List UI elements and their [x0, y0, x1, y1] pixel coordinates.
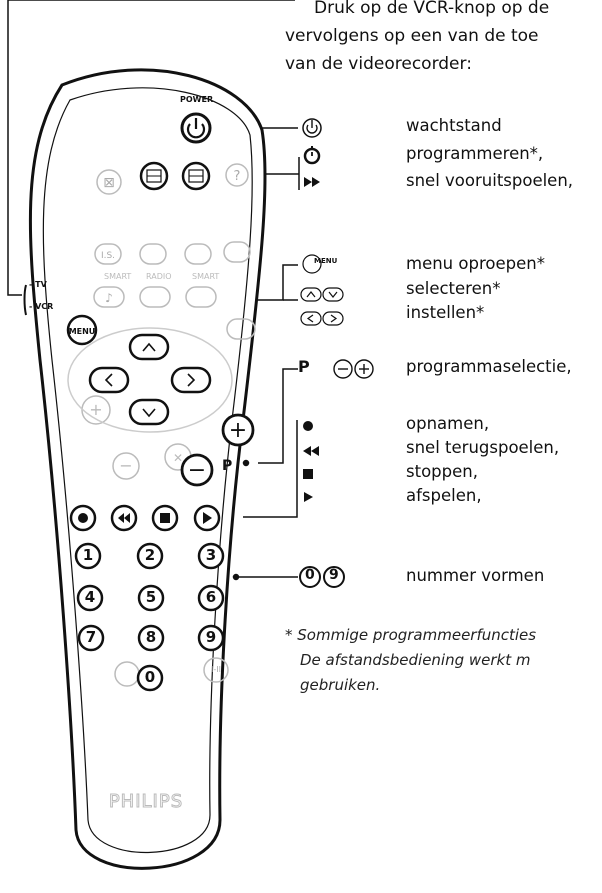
legend-rewind: snel terugspoelen, — [406, 438, 560, 457]
svg-text:SMART: SMART — [192, 272, 219, 281]
digit-9-symbol: 9 — [329, 567, 339, 583]
legend-menu: menu oproepen* — [406, 254, 545, 273]
digit-0-symbol: 0 — [305, 567, 315, 583]
smart-left-label: SMART — [104, 272, 131, 281]
digit-7[interactable]: 7 — [85, 628, 97, 646]
power-label: POWER — [180, 95, 214, 104]
menu-button-label: MENU — [69, 327, 96, 336]
digit-2[interactable]: 2 — [144, 546, 156, 564]
svg-text:−: − — [188, 458, 206, 483]
legend-digits: nummer vormen — [406, 566, 545, 585]
left-right-icon — [330, 314, 338, 323]
intro-line-1: Druk op de VCR-knop op de — [314, 0, 550, 18]
digit-5[interactable]: 5 — [145, 588, 157, 606]
digit-4[interactable]: 4 — [84, 588, 96, 606]
svg-text:+: + — [229, 418, 247, 443]
legend-adjust: instellen* — [406, 303, 485, 322]
digit-1[interactable]: 1 — [82, 546, 94, 564]
standby-icon — [302, 118, 322, 138]
legend-symbols — [299, 118, 374, 588]
legend-stop: stoppen, — [406, 462, 478, 481]
stop-icon — [303, 469, 313, 479]
up-down-icon — [328, 291, 338, 298]
legend-program-select: programmaselectie, — [406, 357, 572, 376]
legend-program: programmeren*, — [406, 144, 544, 163]
footnote-line-3: gebruiken. — [300, 676, 381, 694]
play-icon — [304, 492, 313, 502]
legend-standby: wachtstand — [406, 116, 502, 135]
svg-text:RADIO: RADIO — [146, 272, 172, 281]
menu-icon — [302, 254, 322, 274]
svg-text:−: − — [119, 456, 132, 475]
menu-symbol: MENU — [314, 257, 338, 265]
svg-text:⊠: ⊠ — [103, 175, 115, 191]
dual-label: I-II — [211, 665, 221, 674]
vcr-label: - VCR — [29, 302, 54, 311]
philips-logo: PHILIPS — [109, 791, 183, 812]
legend-ffwd: snel vooruitspoelen, — [406, 171, 574, 190]
footnote-line-1: * Sommige programmeerfuncties — [285, 626, 537, 644]
legend-record: opnamen, — [406, 414, 490, 433]
tv-label: - TV — [29, 280, 47, 289]
digit-0[interactable]: 0 — [144, 668, 156, 686]
digit-8[interactable]: 8 — [145, 628, 157, 646]
digit-3[interactable]: 3 — [205, 546, 217, 564]
record-icon — [303, 421, 313, 431]
p-label: P — [222, 458, 232, 474]
legend-play: afspelen, — [406, 486, 482, 505]
legend-select: selecteren* — [406, 279, 501, 298]
svg-text:+: + — [89, 400, 102, 419]
svg-text:?: ? — [234, 169, 241, 184]
rewind-icon — [303, 446, 319, 456]
digit-6[interactable]: 6 — [205, 588, 217, 606]
p-symbol: P — [298, 357, 310, 376]
intro-line-2: vervolgens op een van de toe — [285, 26, 539, 46]
fast-forward-icon — [304, 177, 320, 187]
footnote-line-2: De afstandsbediening werkt m — [300, 651, 531, 669]
svg-text:I.S.: I.S. — [101, 251, 115, 261]
svg-text:♪: ♪ — [105, 291, 113, 305]
digit-9[interactable]: 9 — [205, 628, 217, 646]
intro-line-3: van de videorecorder: — [285, 54, 472, 74]
svg-text:✕: ✕ — [173, 451, 183, 465]
